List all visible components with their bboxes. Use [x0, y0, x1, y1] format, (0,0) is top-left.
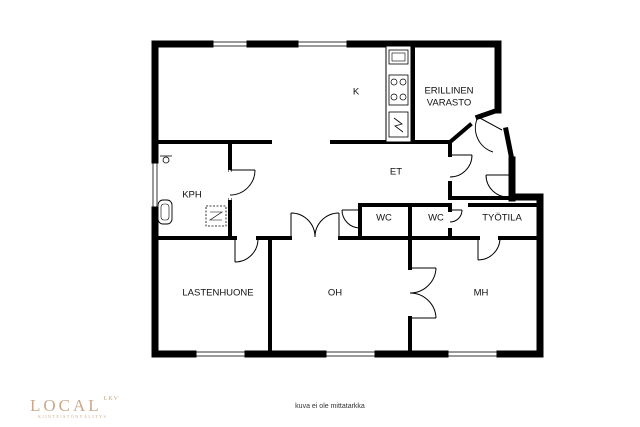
door-swing-icon — [474, 116, 503, 153]
room-label-oh: OH — [328, 288, 342, 299]
shower-drain-icon — [205, 205, 227, 227]
door-swing-icon — [228, 169, 256, 200]
room-label-erillinen-varasto-line1: ERILLINEN — [424, 86, 473, 97]
room-label-tyotila: TYÖTILA — [482, 213, 522, 224]
room-label-wc-1: WC — [376, 213, 392, 224]
doors — [228, 116, 510, 319]
room-label-k: K — [353, 87, 360, 98]
door-swing-icon — [449, 209, 463, 223]
logo-name: LOCAL — [30, 396, 102, 415]
bathtub-icon — [157, 199, 173, 225]
room-label-kph: KPH — [182, 190, 202, 201]
room-label-et: ET — [390, 167, 402, 178]
kitchen-counter — [385, 45, 412, 143]
interior-walls — [153, 44, 542, 356]
shower-icon — [160, 155, 172, 164]
door-swing-icon — [341, 209, 361, 229]
fridge-icon — [388, 111, 409, 138]
door-swing-icon — [290, 212, 340, 238]
room-label-lastenhuone: LASTENHUONE — [182, 288, 253, 299]
door-swing-icon — [449, 154, 473, 178]
outer-walls — [151, 40, 544, 358]
sink-icon — [388, 49, 409, 65]
door-swing-icon — [477, 237, 501, 261]
logo-suffix: LKV — [103, 396, 120, 402]
door-swing-icon — [409, 267, 437, 319]
window-glass — [154, 43, 500, 355]
door-swing-icon — [234, 238, 259, 263]
room-label-mh: MH — [474, 288, 489, 299]
door-swing-icon — [485, 174, 510, 198]
logo-tagline: KIINTEISTÖNVÄLITYS — [38, 414, 108, 419]
scale-disclaimer: kuva ei ole mittatarkka — [295, 403, 365, 410]
stove-icon — [388, 74, 409, 106]
room-label-erillinen-varasto-line2: VARASTO — [427, 98, 472, 109]
room-label-wc-2: WC — [428, 213, 444, 224]
